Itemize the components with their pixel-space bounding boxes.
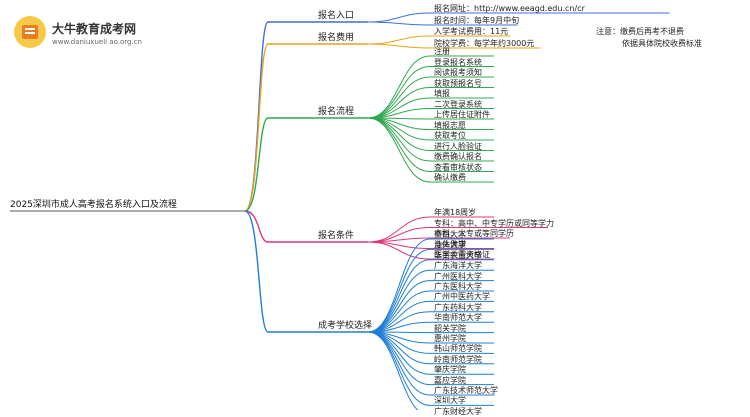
leaf-2-7: 填报志愿: [434, 120, 466, 130]
leaf-1-1: 院校学费：每学年约3000元: [434, 39, 535, 48]
leaf-4-9: 韶关学院: [434, 323, 466, 333]
leaf-2-2: 阅读报考须知: [434, 68, 482, 77]
leaf-2-0: 注册: [434, 47, 450, 56]
leaf-0-1: 报名时间：每年9月中旬: [434, 16, 520, 25]
leaf-4-16: 深圳大学: [434, 396, 466, 406]
leaf-4-5: 广东医科大学: [434, 282, 482, 291]
leaf-2-1: 登录报名系统: [434, 57, 482, 67]
leaf-2-12: 确认缴费: [434, 173, 466, 182]
leaf-4-2: 华南农业大学: [434, 250, 482, 260]
leaf-4-7: 广东药科大学: [434, 302, 482, 312]
leaf-4-15: 广东技术师范大学: [434, 386, 498, 395]
leaf-3-2: 本科：大专或等同学历: [434, 229, 514, 238]
leaf-4-17: 广东财经大学: [434, 406, 482, 416]
leaf-4-8: 华南师范大学: [434, 313, 482, 323]
branch-label-1: 报名费用: [318, 33, 355, 43]
leaf-3-3: 身体健康: [434, 239, 466, 249]
leaf-4-4: 广州医科大学: [434, 271, 482, 281]
leaf-4-6: 广州中医药大学: [434, 292, 490, 302]
branch-label-0: 报名入口: [318, 11, 355, 21]
leaf-4-0: 暨南大学: [434, 230, 466, 239]
logo-icon: [14, 16, 46, 48]
leaf-3-4: 医学类需资格证: [434, 250, 490, 259]
leaf-3-0: 年满18周岁: [434, 208, 477, 217]
note-1-1: 依据具体院校收费标准: [622, 39, 702, 48]
logo-title: 大牛教育成考网: [52, 22, 137, 36]
branch-label-3: 报名条件: [318, 231, 355, 241]
leaf-2-10: 缴费确认报名: [434, 152, 482, 161]
leaf-2-3: 获取预报名号: [434, 78, 482, 88]
leaf-1-0: 入学考试费用：11元: [434, 27, 509, 36]
leaf-2-11: 查看审核状态: [434, 162, 482, 172]
leaf-4-10: 惠州学院: [434, 334, 466, 343]
logo-url: www.daniuxueli ao.org.cn: [52, 38, 142, 46]
leaf-2-6: 上传居住证附件: [434, 110, 490, 119]
note-1-0: 注意：缴费后再考不退费: [596, 27, 684, 36]
leaf-4-12: 岭南师范学院: [434, 354, 482, 364]
leaf-4-13: 肇庆学院: [434, 365, 466, 375]
leaf-2-9: 进行人脸验证: [434, 141, 482, 151]
root-topic: 2025深圳市成人高考报名系统入口及流程: [10, 200, 177, 210]
leaf-4-14: 嘉应学院: [434, 375, 466, 385]
leaf-3-1: 专科：高中、中专学历或同等学力: [434, 218, 554, 228]
leaf-4-11: 韩山师范学院: [434, 344, 482, 354]
leaf-4-1: 汕头大学: [434, 240, 466, 250]
leaf-2-4: 填报: [434, 89, 450, 98]
site-logo: 大牛教育成考网 www.daniuxueli ao.org.cn: [8, 14, 158, 54]
leaf-4-3: 广东海洋大学: [434, 261, 482, 271]
leaf-0-0: 报名网址：http://www.eeagd.edu.cn/cr: [434, 4, 585, 13]
leaf-2-5: 二次登录系统: [434, 99, 482, 109]
branch-label-4: 成考学校选择: [318, 321, 373, 331]
leaf-2-8: 获取考位: [434, 131, 466, 140]
branch-label-2: 报名流程: [318, 107, 355, 117]
